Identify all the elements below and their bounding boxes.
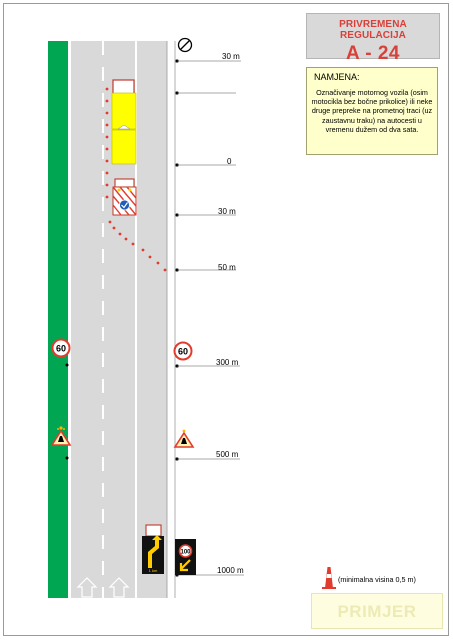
distance-label-30m-before: 30 m [222,52,240,61]
distance-label-1000m: 1000 m [217,566,244,575]
lane-change-truck: 1 km [142,524,164,574]
purpose-box: NAMJENA: Označivanje motornog vozila (os… [306,67,438,155]
purpose-text: Označivanje motornog vozila (osim motoci… [311,88,433,134]
distance-label-30m: 30 m [218,207,236,216]
distance-ticks [175,59,244,577]
purpose-title: NAMJENA: [314,72,360,82]
distance-label-300m: 300 m [216,358,239,367]
svg-text:1 km: 1 km [149,568,158,573]
obstacle-vehicle [111,79,137,165]
distance-label-50m: 50 m [218,263,236,272]
distance-label-0: 0 [227,157,232,166]
distance-label-500m: 500 m [216,450,239,459]
speed-limit-sign-right: 60 [173,341,193,361]
lane-arrow-left [76,577,98,598]
title-code: A - 24 [345,43,401,64]
legend-cone-text: (minimalna visina 0,5 m) [338,575,416,584]
example-box: PRIMJER [311,593,443,629]
title-box: PRIVREMENA REGULACIJA A - 24 [306,13,440,64]
page-frame [3,3,449,636]
example-label: PRIMJER [337,602,417,621]
median-green-strip [48,41,68,598]
cone-row-taper [108,220,167,272]
sign-post-dot-left-upper [65,363,69,367]
cone-row-longitudinal [105,87,109,199]
sign-post-dot-left-lower [65,456,69,460]
svg-text:60: 60 [178,347,188,357]
variable-message-sign: 100 [175,539,196,575]
title-regulation: PRIVREMENA REGULACIJA [339,19,407,41]
legend-cone-icon [322,567,336,589]
svg-text:60: 60 [56,344,66,354]
roadworks-warning-sign-left [50,426,72,446]
warning-trailer [112,178,137,216]
roadworks-warning-sign-right [173,429,195,448]
lane-arrow-right [108,577,130,598]
end-restriction-sign-icon [177,37,193,53]
speed-limit-sign-left: 60 [51,338,71,358]
svg-text:100: 100 [180,550,191,556]
